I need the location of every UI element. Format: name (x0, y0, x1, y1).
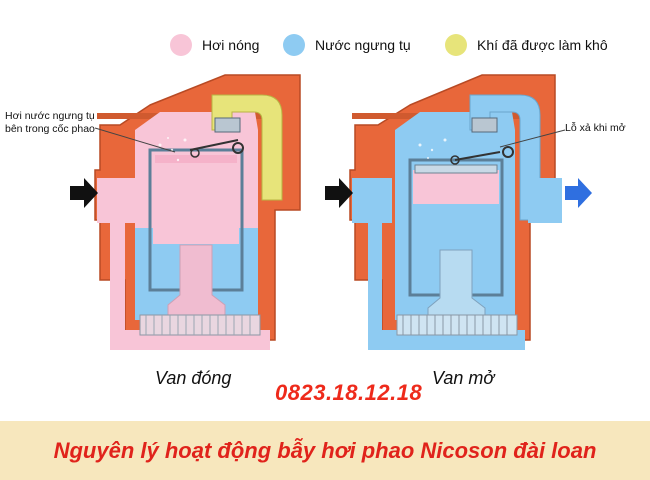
legend-swatch-dry-air (445, 34, 467, 56)
title-banner: Nguyên lý hoạt động bẫy hơi phao Nicoson… (0, 421, 650, 480)
strainer-open (396, 314, 518, 336)
trap-open (325, 74, 592, 350)
valve-block-open (471, 117, 498, 133)
legend-item-steam: Hơi nóng (170, 30, 259, 60)
pivot-open (502, 146, 514, 158)
phone-number: 0823.18.12.18 (275, 380, 423, 405)
bucket-cap-open (414, 164, 498, 174)
label-valve-closed: Van đóng (155, 368, 232, 388)
legend-label-steam: Hơi nóng (202, 37, 260, 53)
valve-block-closed (214, 117, 241, 133)
float-hook-closed (190, 148, 200, 158)
legend-label-dry-air: Khí đã được làm khô (477, 37, 608, 53)
lever-open (454, 151, 501, 161)
inlet-arrow-icon-open (325, 178, 353, 208)
pivot-closed (232, 142, 244, 154)
inlet-arrow-icon-closed (70, 178, 98, 208)
lever-closed (189, 139, 239, 151)
callout-drain-hole: Lỗ xả khi mở (565, 122, 626, 134)
legend-label-condensate: Nước ngưng tụ (315, 37, 411, 53)
bucket-steam-open (413, 170, 499, 205)
bucket-steam-closed (153, 160, 239, 245)
bottom-channel-closed (110, 220, 270, 350)
inlet-pipe-open (352, 178, 392, 223)
legend-swatch-condensate (283, 34, 305, 56)
outlet-arrow-icon-open (565, 178, 592, 208)
label-valve-open: Van mở (432, 368, 495, 388)
float-hook-open (450, 155, 460, 165)
banner-title: Nguyên lý hoạt động bẫy hơi phao Nicoson… (53, 438, 597, 463)
callout-line-right (499, 129, 566, 148)
bucket-cap-closed (155, 155, 237, 163)
inlet-pipe-closed (97, 178, 135, 223)
outlet-pipe-open (528, 178, 562, 223)
legend-item-condensate: Nước ngưng tụ (283, 30, 411, 60)
callout-line-left (94, 127, 176, 153)
water-bubbles-open (418, 138, 447, 159)
legend: Hơi nóng Nước ngưng tụ Khí đã được làm k… (0, 30, 650, 60)
legend-item-dry-air: Khí đã được làm khô (445, 30, 608, 60)
bottom-channel-open (368, 220, 525, 350)
strainer-closed (139, 314, 261, 336)
trap-closed (70, 74, 301, 350)
callout-condensed-steam: Hơi nước ngưng tụ bên trong cốc phao (5, 110, 95, 135)
legend-swatch-steam (170, 34, 192, 56)
